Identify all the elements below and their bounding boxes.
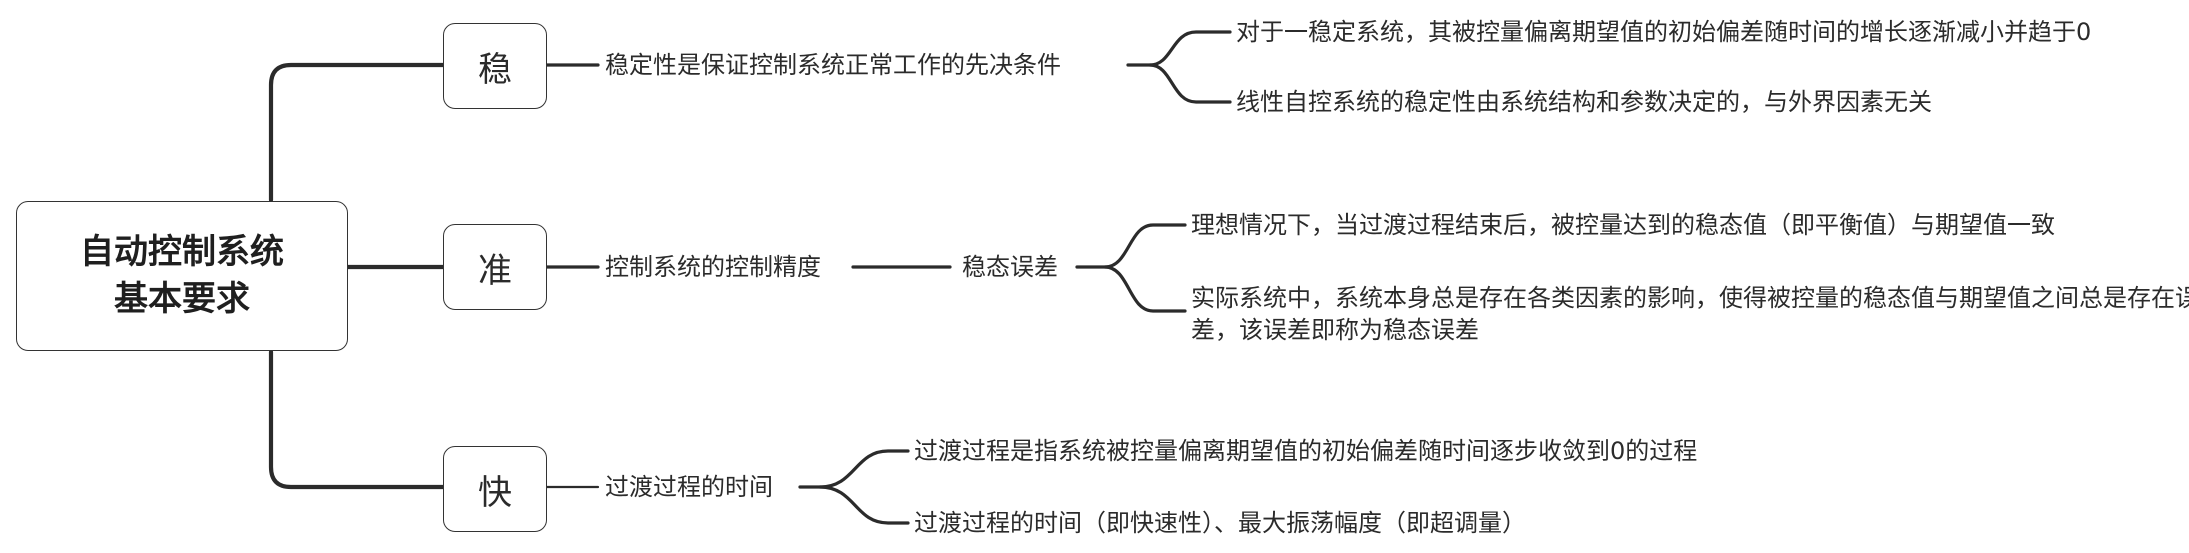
accuracy-detail-1[interactable]: 理想情况下，当过渡过程结束后，被控量达到的稳态值（即平衡值）与期望值一致 bbox=[1191, 211, 2055, 239]
branch-rapidity-label: 快 bbox=[478, 472, 512, 513]
root-topic-line-2: 基本要求 bbox=[114, 279, 250, 319]
connector-root-wen bbox=[268, 62, 446, 203]
connector-root-kuai bbox=[268, 349, 446, 490]
rapidity-detail-2[interactable]: 过渡过程的时间（即快速性）、最大振荡幅度（即超调量） bbox=[914, 509, 1526, 537]
connector-kuai-detail-1 bbox=[798, 449, 910, 489]
rapidity-description[interactable]: 过渡过程的时间 bbox=[605, 473, 773, 501]
connector-zhun-detail-1 bbox=[1075, 223, 1187, 269]
root-topic-text: 自动控制系统 基本要求 bbox=[80, 229, 284, 323]
stability-description[interactable]: 稳定性是保证控制系统正常工作的先决条件 bbox=[605, 51, 1061, 79]
branch-accuracy[interactable]: 准 bbox=[443, 224, 547, 310]
root-topic-line-1: 自动控制系统 bbox=[80, 232, 284, 272]
rapidity-detail-1[interactable]: 过渡过程是指系统被控量偏离期望值的初始偏差随时间逐步收敛到0的过程 bbox=[914, 437, 1698, 465]
stability-detail-2[interactable]: 线性自控系统的稳定性由系统结构和参数决定的，与外界因素无关 bbox=[1236, 88, 1932, 116]
accuracy-description[interactable]: 控制系统的控制精度 bbox=[605, 253, 821, 281]
connector-wen-detail-2 bbox=[1148, 63, 1232, 104]
connector-wen-detail-1 bbox=[1126, 30, 1232, 67]
connector-zhun-detail-2 bbox=[1103, 265, 1187, 313]
branch-stability[interactable]: 稳 bbox=[443, 23, 547, 109]
accuracy-detail-2[interactable]: 实际系统中，系统本身总是存在各类因素的影响，使得被控量的稳态值与期望值之间总是存… bbox=[1191, 284, 2189, 344]
branch-stability-label: 稳 bbox=[478, 49, 512, 90]
accuracy-subtopic[interactable]: 稳态误差 bbox=[962, 253, 1058, 281]
stability-detail-1[interactable]: 对于一稳定系统，其被控量偏离期望值的初始偏差随时间的增长逐渐减小并趋于0 bbox=[1236, 18, 2092, 46]
branch-accuracy-label: 准 bbox=[478, 250, 512, 291]
root-topic[interactable]: 自动控制系统 基本要求 bbox=[16, 201, 348, 351]
connector-kuai-detail-2 bbox=[818, 485, 910, 525]
branch-rapidity[interactable]: 快 bbox=[443, 446, 547, 532]
